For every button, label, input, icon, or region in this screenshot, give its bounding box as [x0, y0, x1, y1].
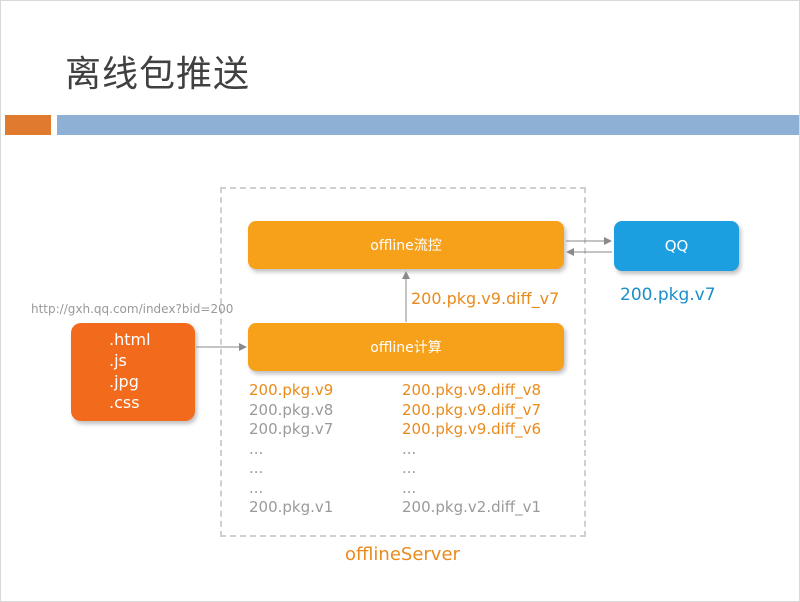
offline-flow-control-box: offline流控 [248, 221, 564, 269]
package-version: ... [249, 478, 264, 497]
offline-flow-control-label: offline流控 [370, 238, 442, 254]
file-ext-jpg: .jpg [109, 372, 139, 391]
package-version: 200.pkg.v9 [249, 381, 334, 399]
offline-compute-box: offline计算 [248, 323, 564, 371]
static-files-list: .html .js .jpg .css [109, 329, 151, 413]
package-version-list: 200.pkg.v9 200.pkg.v8 200.pkg.v7 ... ...… [249, 381, 333, 518]
qq-client-label: QQ [664, 237, 689, 255]
package-version: ... [249, 459, 264, 477]
package-diff: 200.pkg.v9.diff_v7 [402, 400, 542, 419]
offline-compute-label: offline计算 [370, 340, 442, 356]
static-files-box: .html .js .jpg .css [71, 323, 195, 421]
file-ext-html: .html [109, 330, 151, 349]
header-accent-orange [5, 115, 51, 135]
qq-client-box: QQ [614, 221, 739, 271]
package-diff: 200.pkg.v9.diff_v6 [402, 420, 542, 438]
package-version: 200.pkg.v8 [249, 400, 334, 419]
package-diff-list: 200.pkg.v9.diff_v8 200.pkg.v9.diff_v7 20… [402, 381, 541, 518]
qq-client-version: 200.pkg.v7 [620, 285, 716, 305]
slide-title: 离线包推送 [65, 54, 251, 95]
package-diff: 200.pkg.v9.diff_v8 [402, 381, 542, 399]
header-accent-blue [57, 115, 799, 135]
package-version: 200.pkg.v7 [249, 420, 334, 438]
pushed-diff-label: 200.pkg.v9.diff_v7 [411, 289, 560, 308]
package-diff: ... [402, 459, 417, 477]
request-url: http://gxh.qq.com/index?bid=200 [31, 302, 234, 316]
package-diff: ... [402, 439, 417, 458]
package-diff: 200.pkg.v2.diff_v1 [402, 498, 542, 516]
file-ext-js: .js [109, 351, 127, 370]
package-diff: ... [402, 478, 417, 497]
offline-server-label: offlineServer [345, 544, 460, 565]
package-version: ... [249, 439, 264, 458]
file-ext-css: .css [109, 393, 140, 412]
offline-server-boundary [220, 187, 586, 537]
package-version: 200.pkg.v1 [249, 498, 334, 516]
